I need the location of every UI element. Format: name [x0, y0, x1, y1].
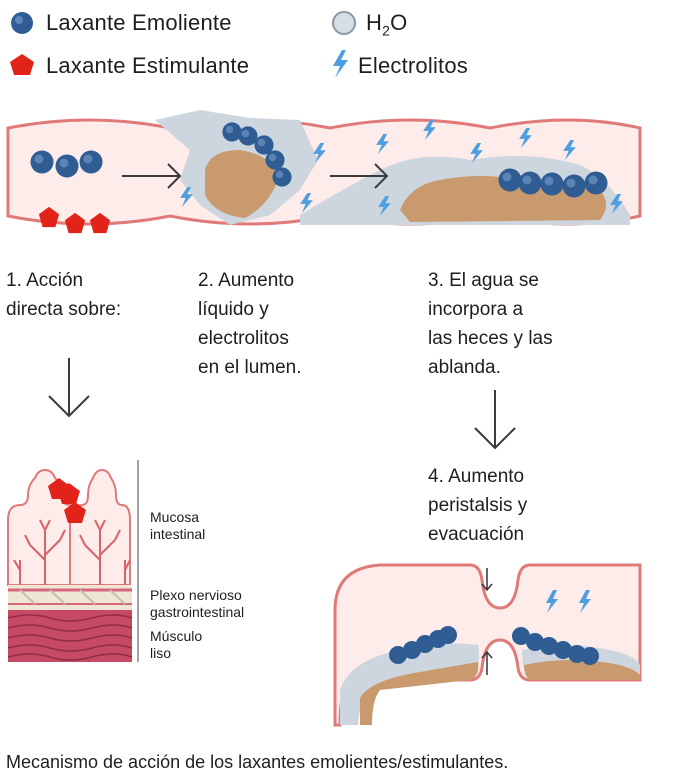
legend-h2o-label: H2O	[366, 10, 408, 39]
muscle-fibers	[7, 614, 133, 661]
layer-musculo-label: Músculo liso	[150, 628, 203, 661]
arrow-right-icon	[122, 163, 182, 189]
lightning-icon	[579, 590, 591, 613]
emollient-cluster-left	[389, 626, 457, 664]
layer-plexo-label: Plexo nervioso gastrointestinal	[150, 587, 245, 620]
arrow-right-icon	[330, 163, 389, 189]
layer-mucosa-label: Mucosa intestinal	[150, 509, 206, 542]
stool-area-4b	[524, 660, 640, 680]
legend-emollient-label: Laxante Emoliente	[46, 10, 232, 35]
stool-area-4	[360, 662, 479, 725]
step-1-text: 1. Acción directa sobre:	[6, 270, 122, 320]
emollient-dot-icon	[11, 12, 33, 34]
legend-electrolytes-label: Electrolitos	[358, 53, 468, 78]
stool-area-2	[205, 150, 280, 218]
stimulant-pentagon-icon	[64, 502, 86, 523]
contraction-arrow-down	[481, 568, 493, 592]
step-2-text: 2. Aumento líquido y electrolitos en el …	[198, 270, 302, 378]
intestine-strip	[6, 110, 642, 234]
step-3-text: 3. El agua se incorpora a las heces y la…	[428, 270, 553, 378]
figure-caption: Mecanismo de acción de los laxantes emol…	[6, 752, 509, 772]
mucosa-villi	[69, 468, 131, 586]
emollient-cluster-right	[512, 627, 599, 665]
peristalsis-lumen	[333, 563, 642, 727]
plexus-nerves	[19, 589, 126, 605]
stimulant-pentagon-icon	[10, 54, 34, 75]
legend-icons	[10, 11, 356, 78]
water-drop-icon	[332, 11, 356, 35]
step-4-text: 4. Aumento peristalsis y evacuación	[428, 466, 528, 545]
contraction-arrow-up	[481, 650, 493, 675]
mucosa-branches	[13, 519, 131, 585]
stimulant-pentagon-icon	[58, 483, 80, 504]
lightning-icon	[546, 590, 558, 613]
legend-stimulant-label: Laxante Estimulante	[46, 53, 250, 78]
lightning-icon	[333, 50, 348, 78]
